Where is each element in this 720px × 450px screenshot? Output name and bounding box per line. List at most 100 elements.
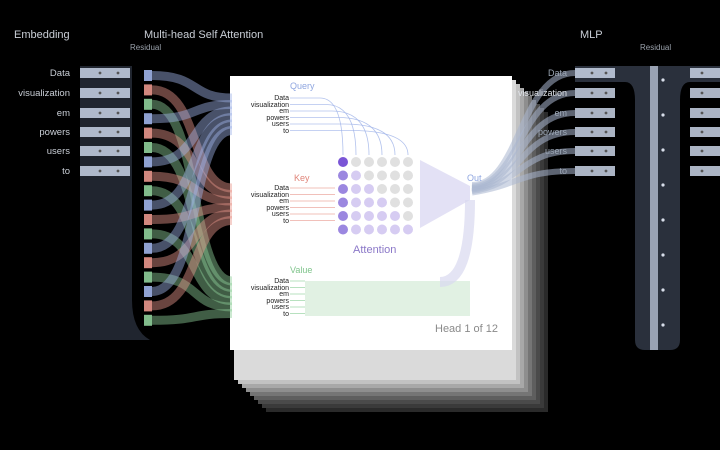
attention-cell [338,157,348,167]
query-token: users [271,121,289,128]
attention-cell [364,184,374,194]
mlp-hidden-dot [661,183,665,187]
attention-cell [364,170,374,181]
key-token: powers [266,204,289,212]
flow-ribbon [151,209,233,268]
flow-ribbon [151,216,233,311]
mlp-input-vector [575,88,615,98]
embedding-vector [80,166,130,176]
flow-ribbon [151,309,233,325]
mlp-dot [590,149,594,153]
mlp-output-vector [690,88,720,98]
attention-header: Multi-head Self Attention [144,29,264,41]
mlp-hidden-dot [661,148,665,152]
mlp-input-vector [575,127,615,137]
mlp-dot [590,91,594,95]
mlp-input-vector [575,146,615,156]
mlp-dot [700,130,704,134]
embedding-vector [80,68,130,78]
embedding-dot [98,149,102,153]
attention-cell [390,211,400,221]
attention-cell [377,170,387,181]
mlp-input-vector [575,166,615,176]
embedding-dot [98,130,102,134]
attention-cell [338,224,348,235]
out-ribbon [471,168,576,196]
query-line [290,104,357,156]
mlp-band [575,66,720,350]
attention-to-out-fan [420,160,470,228]
attention-cell [403,224,413,235]
mlp-dot [590,169,594,173]
mlp-token-label: users [544,146,567,156]
attention-cell [364,224,374,235]
attention-cell [338,184,348,194]
attention-cell [403,184,413,194]
mlp-output-vector [690,68,720,78]
embedding-dot [116,91,120,95]
mlp-dot [700,111,704,115]
qkv-block [144,314,152,326]
query-token: Data [274,95,289,102]
mlp-dot [700,71,704,75]
flow-ribbon [151,126,233,296]
token-label: visualization [18,88,70,99]
qkv-ribbons [151,71,409,325]
mlp-dot [604,149,608,153]
mlp-hidden-dot [661,288,665,292]
head-counter: Head 1 of 12 [435,323,498,335]
value-token: visualization [250,284,289,292]
mlp-dot [604,169,608,173]
flow-ribbon [151,143,233,292]
mlp-dot [604,130,608,134]
flow-ribbon [151,85,233,193]
attention-cell [403,197,413,208]
flow-ribbon [151,100,233,124]
mlp-input-vector [575,68,615,78]
embedding-dot [116,149,120,153]
query-line [290,97,344,156]
qkv-block [144,185,152,197]
mlp-output-vector [690,127,720,137]
token-label: users [46,146,70,157]
attention-cell [403,170,413,181]
qkv-block [144,214,152,225]
mlp-dot [590,111,594,115]
value-token: em [279,291,289,298]
value-token: users [271,304,289,311]
flow-ribbon [151,171,233,206]
key-token: em [279,198,289,205]
query-token: em [279,108,289,115]
embedding-dot [116,169,120,173]
attention-cell [364,197,374,208]
embedding-vector [80,88,130,98]
qkv-block [144,199,152,211]
key-token: to [283,217,289,225]
embedding-dot [116,71,120,75]
query-token: visualization [250,101,289,109]
residual-label-left: Residual [130,43,162,52]
mlp-dot [700,169,704,173]
flow-ribbon [151,229,233,305]
attention-cell [390,197,400,208]
flow-ribbon [151,186,233,299]
value-token: to [283,310,289,318]
embedding-dot [116,130,120,134]
query-line [290,117,383,156]
value-token: Data [274,278,289,285]
attention-cell [403,211,413,221]
key-token: users [271,211,289,218]
embedding-dot [98,111,102,115]
flow-ribbon [151,203,233,224]
qkv-block [144,113,152,125]
flow-ribbon [151,99,234,286]
query-line [290,130,409,156]
key-token: Data [274,185,289,192]
mlp-dot [604,91,608,95]
mlp-hidden-dot [661,323,665,327]
key-token: visualization [250,191,289,199]
mlp-output-vector [690,166,720,176]
mlp-hidden-layer [650,66,658,350]
query-label: Query [290,81,315,91]
